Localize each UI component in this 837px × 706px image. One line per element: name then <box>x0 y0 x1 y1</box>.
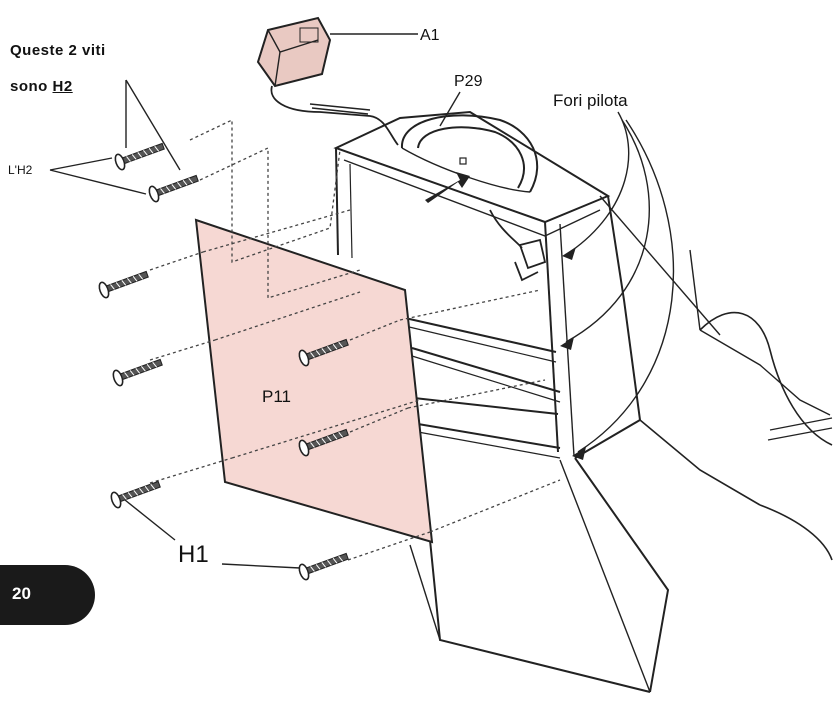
screw <box>98 270 149 299</box>
note-line2-prefix: sono <box>10 78 53 95</box>
screw <box>114 142 165 171</box>
hinge-bracket <box>489 209 547 282</box>
page-number: 20 <box>12 584 31 603</box>
screw-note-line1: Queste 2 viti <box>10 42 106 59</box>
note-line2-code: H2 <box>52 78 73 95</box>
screw <box>112 358 163 387</box>
insert-arrow <box>425 172 470 203</box>
note-line1-text: Queste 2 viti <box>10 42 106 59</box>
label-p11: P11 <box>262 387 291 406</box>
screw <box>110 480 161 509</box>
label-h1: H1 <box>178 541 209 568</box>
back-panel-p11 <box>194 218 434 544</box>
pilot-hole-arrows <box>560 247 586 460</box>
screw-note-line2: sono H2 <box>10 78 73 95</box>
leader-lines <box>49 33 721 569</box>
dashed-guides <box>149 118 561 561</box>
label-fori-pilota: Fori pilota <box>553 91 628 110</box>
screw <box>298 552 349 581</box>
label-a1: A1 <box>420 27 440 44</box>
screw <box>148 174 199 203</box>
label-p29: P29 <box>454 73 483 90</box>
page-number-tab: 20 <box>0 565 95 625</box>
power-adapter-a1 <box>256 16 399 146</box>
screw <box>298 338 349 367</box>
screw <box>298 428 349 457</box>
label-lh2: L'H2 <box>8 163 33 177</box>
